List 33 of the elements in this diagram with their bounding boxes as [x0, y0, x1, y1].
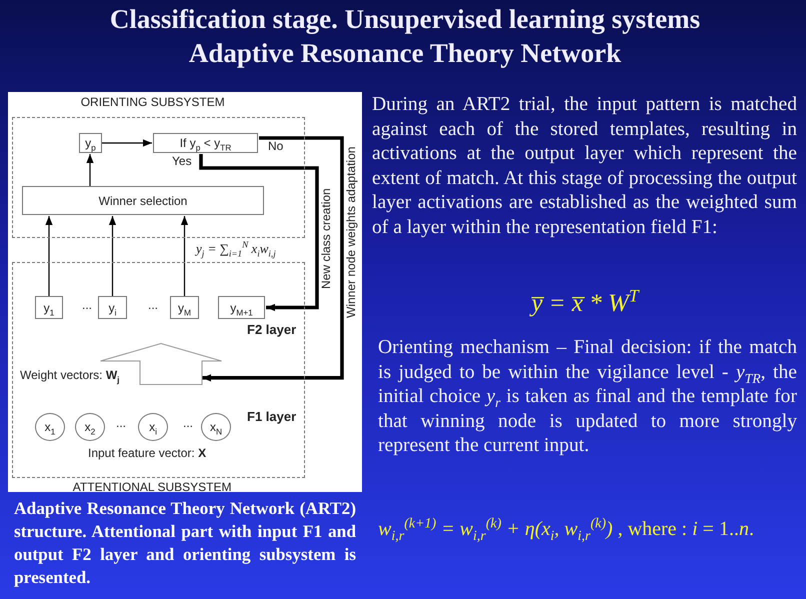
- process-box: y$_{M}$: [170, 296, 199, 319]
- process-box: y$_{1}$: [35, 296, 63, 319]
- ellipsis: ...: [116, 416, 126, 430]
- branch-label: No: [268, 139, 284, 153]
- formula: w$_{i,r}$$^{(k+1)}$ = w$_{i,r}$$^{(k)}$ + η(x$_{i}$, w$_{i,r}$$^{(k)}$) , where : i = 1..n.: [378, 515, 755, 546]
- layer-label: F1 layer: [247, 409, 296, 424]
- formula: y̅ = x̅ * W$^{T}$: [530, 290, 640, 318]
- arrow: [180, 216, 188, 296]
- node-caption: Weight vectors: W$_{j}$: [20, 368, 120, 382]
- arrow: [102, 139, 152, 147]
- arrow: [199, 154, 319, 312]
- axis-caption: Input feature vector: X: [88, 446, 206, 460]
- caption: Adaptive Resonance Theory Network (ART2) structure. Attentional part with input F1 and output F2 layer and orienting subsystem is presented.: [14, 497, 356, 589]
- arrow: [202, 136, 344, 382]
- ellipsis: ...: [183, 416, 194, 430]
- paragraph: During an ART2 trial, the input pattern is matched against each of the stored templates, resulting in activations at the output layer which represent the extent of match. At this stage of processing the output layer activations are established as the weighted sum of a layer within the representation field F1:: [372, 93, 797, 240]
- layer-label: F2 layer: [247, 322, 296, 337]
- branch-label: Yes: [172, 154, 192, 168]
- region-title: ORIENTING SUBSYSTEM: [80, 95, 225, 109]
- paragraph: Orienting mechanism – Final decision: if the match is judged to be within the vigilance level - y$_{TR}$, the initial choice y$_{r}$ is taken as final and the template for that winning node is updated to more strongly represent the current input.: [378, 336, 797, 458]
- process-box: y$_{i}$: [98, 296, 127, 319]
- process-box: If y$_{p}$ < y$_{TR}$: [153, 133, 258, 153]
- region-title: ATTENTIONAL SUBSYSTEM: [72, 480, 232, 494]
- formula: y$_{j}$ = ∑$_{i=1}$$^{N}$ x$_{i}$w$_{i,j}$: [196, 241, 276, 257]
- arrow: [86, 154, 94, 186]
- ellipsis: ...: [148, 298, 158, 312]
- slide-title: Classification stage. Unsupervised learning systems Adaptive Resonance Theory Network: [108, 3, 702, 70]
- process-box: y$_{M+1}$: [218, 296, 265, 319]
- process-box: y$_{p}$: [79, 133, 102, 153]
- process-box: Winner selection: [22, 186, 264, 215]
- arrow: [45, 216, 53, 296]
- ellipsis: ...: [82, 298, 92, 312]
- arrow: [108, 216, 116, 296]
